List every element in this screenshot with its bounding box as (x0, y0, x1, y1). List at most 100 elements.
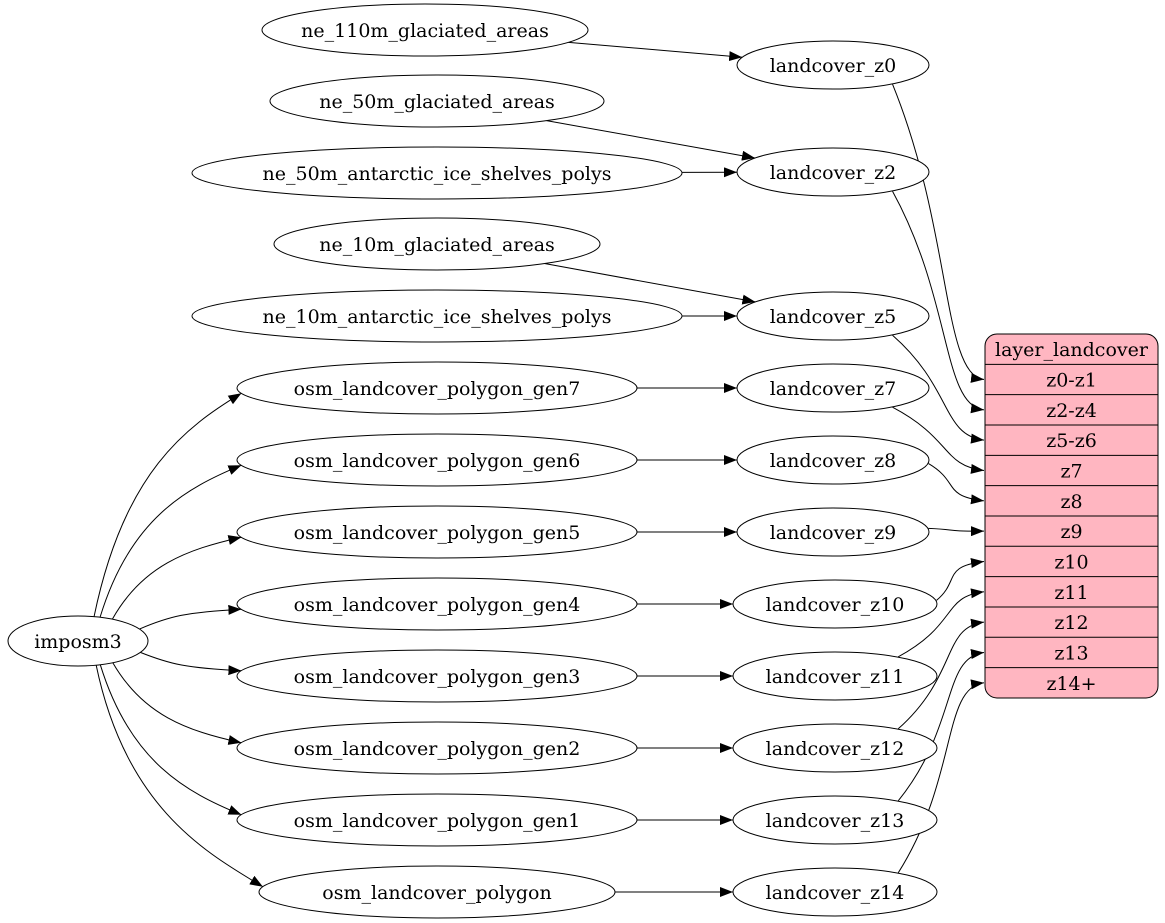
node-label-ne_10m_antarctic_ice_shelves_polys: ne_10m_antarctic_ice_shelves_polys (263, 306, 612, 328)
record-row-label-z12: z12 (1054, 612, 1088, 634)
node-shape-osm_landcover_polygon_gen1 (236, 793, 638, 847)
node-shape-osm_landcover_polygon_gen7 (236, 361, 638, 415)
node-label-landcover_z9: landcover_z9 (770, 522, 897, 544)
node-label-landcover_z12: landcover_z12 (766, 738, 905, 760)
node-shape-osm_landcover_polygon (258, 865, 616, 919)
node-label-osm_landcover_polygon_gen4: osm_landcover_polygon_gen4 (294, 594, 581, 616)
edge-landcover_z11-to-row-z11 (898, 588, 985, 658)
node-label-osm_landcover_polygon_gen6: osm_landcover_polygon_gen6 (294, 450, 581, 472)
record-row-label-z2-z4: z2-z4 (1046, 400, 1097, 422)
edge-ne_50m_glaciated_areas-to-landcover_z2 (546, 120, 756, 161)
node-label-ne_50m_antarctic_ice_shelves_polys: ne_50m_antarctic_ice_shelves_polys (263, 163, 612, 185)
record-row-label-z9: z9 (1060, 521, 1082, 543)
record-row-label-z14+: z14+ (1046, 673, 1096, 695)
node-shape-landcover_z13 (732, 795, 938, 845)
node-label-landcover_z14: landcover_z14 (766, 882, 905, 904)
edge-imposm3-to-osm_landcover_polygon_gen5 (111, 535, 242, 620)
node-label-osm_landcover_polygon: osm_landcover_polygon (322, 882, 551, 904)
node-shape-osm_landcover_polygon_gen6 (236, 433, 638, 487)
record-row-label-z7: z7 (1060, 460, 1082, 482)
node-label-osm_landcover_polygon_gen7: osm_landcover_polygon_gen7 (294, 378, 581, 400)
record-title: layer_landcover (995, 339, 1149, 361)
node-label-ne_10m_glaciated_areas: ne_10m_glaciated_areas (319, 234, 555, 256)
node-label-osm_landcover_polygon_gen2: osm_landcover_polygon_gen2 (294, 738, 581, 760)
edge-imposm3-to-osm_landcover_polygon_gen6 (99, 464, 242, 618)
node-landcover_z13: landcover_z13 (732, 795, 938, 845)
node-shape-osm_landcover_polygon_gen5 (236, 505, 638, 559)
node-landcover_z8: landcover_z8 (736, 435, 930, 485)
edge-imposm3-to-osm_landcover_polygon (95, 665, 264, 888)
node-shape-landcover_z2 (736, 147, 930, 197)
node-shape-landcover_z9 (736, 507, 930, 557)
node-shape-ne_10m_antarctic_ice_shelves_polys (191, 289, 683, 343)
node-landcover_z7: landcover_z7 (736, 363, 930, 413)
node-ne_10m_glaciated_areas: ne_10m_glaciated_areas (273, 217, 601, 271)
record-row-label-z13: z13 (1054, 642, 1088, 664)
edge-imposm3-to-osm_landcover_polygon_gen3 (140, 651, 242, 676)
node-shape-landcover_z7 (736, 363, 930, 413)
node-label-landcover_z7: landcover_z7 (770, 378, 897, 400)
node-label-landcover_z2: landcover_z2 (770, 162, 897, 184)
node-label-landcover_z13: landcover_z13 (766, 810, 905, 832)
edges-layer (93, 41, 985, 897)
node-osm_landcover_polygon_gen2: osm_landcover_polygon_gen2 (236, 721, 638, 775)
node-landcover_z12: landcover_z12 (732, 723, 938, 773)
node-ne_10m_antarctic_ice_shelves_polys: ne_10m_antarctic_ice_shelves_polys (191, 289, 683, 343)
node-shape-imposm3 (7, 615, 149, 667)
edge-imposm3-to-osm_landcover_polygon_gen7 (93, 392, 242, 617)
edge-landcover_z5-to-row-z5-z6 (892, 334, 985, 444)
node-landcover_z11: landcover_z11 (732, 651, 938, 701)
node-shape-landcover_z8 (736, 435, 930, 485)
record-row-label-z8: z8 (1060, 491, 1082, 513)
node-shape-ne_50m_glaciated_areas (269, 74, 605, 128)
edge-landcover_z0-to-row-z0-z1 (892, 84, 985, 383)
node-label-osm_landcover_polygon_gen5: osm_landcover_polygon_gen5 (294, 522, 581, 544)
nodes-layer: imposm3ne_110m_glaciated_areasne_50m_gla… (7, 3, 1159, 919)
node-osm_landcover_polygon_gen1: osm_landcover_polygon_gen1 (236, 793, 638, 847)
node-label-landcover_z5: landcover_z5 (770, 306, 897, 328)
record-node-layer_landcover: layer_landcover z0-z1 z2-z4 z5-z6 z7 z8 z9 z10 z… (984, 333, 1159, 699)
node-shape-ne_50m_antarctic_ice_shelves_polys (191, 146, 683, 200)
record-row-label-z0-z1: z0-z1 (1046, 369, 1097, 391)
node-shape-ne_10m_glaciated_areas (273, 217, 601, 271)
edge-landcover_z10-to-row-z10 (936, 558, 985, 601)
edge-ne_110m_glaciated_areas-to-landcover_z0 (568, 41, 743, 62)
node-label-landcover_z11: landcover_z11 (766, 666, 905, 688)
node-imposm3: imposm3 (7, 615, 149, 667)
edge-landcover_z14-to-row-z14+ (897, 679, 985, 874)
node-shape-osm_landcover_polygon_gen3 (236, 649, 638, 703)
node-label-osm_landcover_polygon_gen3: osm_landcover_polygon_gen3 (294, 666, 581, 688)
node-label-ne_50m_glaciated_areas: ne_50m_glaciated_areas (319, 91, 555, 113)
node-landcover_z5: landcover_z5 (736, 291, 930, 341)
edge-ne_10m_glaciated_areas-to-landcover_z5 (544, 263, 756, 305)
node-label-landcover_z8: landcover_z8 (770, 450, 897, 472)
node-label-landcover_z10: landcover_z10 (766, 594, 905, 616)
node-osm_landcover_polygon_gen4: osm_landcover_polygon_gen4 (236, 577, 638, 631)
node-label-osm_landcover_polygon_gen1: osm_landcover_polygon_gen1 (294, 810, 581, 832)
edge-landcover_z2-to-row-z2-z4 (892, 190, 985, 414)
node-shape-ne_110m_glaciated_areas (261, 3, 589, 57)
node-landcover_z14: landcover_z14 (732, 867, 938, 917)
edge-imposm3-to-osm_landcover_polygon_gen1 (99, 664, 242, 816)
node-ne_50m_antarctic_ice_shelves_polys: ne_50m_antarctic_ice_shelves_polys (191, 146, 683, 200)
node-label-imposm3: imposm3 (34, 631, 122, 653)
edge-imposm3-to-osm_landcover_polygon_gen4 (139, 604, 242, 630)
record-row-label-z11: z11 (1054, 582, 1088, 604)
node-osm_landcover_polygon_gen5: osm_landcover_polygon_gen5 (236, 505, 638, 559)
record-row-label-z5-z6: z5-z6 (1046, 430, 1097, 452)
node-shape-landcover_z10 (732, 579, 938, 629)
edge-landcover_z9-to-row-z9 (928, 526, 985, 537)
edge-landcover_z8-to-row-z8 (928, 463, 985, 505)
node-landcover_z0: landcover_z0 (736, 40, 930, 90)
node-shape-osm_landcover_polygon_gen4 (236, 577, 638, 631)
node-landcover_z2: landcover_z2 (736, 147, 930, 197)
record-row-label-z10: z10 (1054, 551, 1088, 573)
node-shape-landcover_z0 (736, 40, 930, 90)
edge-landcover_z12-to-row-z12 (897, 618, 985, 730)
node-label-landcover_z0: landcover_z0 (770, 55, 897, 77)
node-shape-landcover_z14 (732, 867, 938, 917)
node-shape-landcover_z5 (736, 291, 930, 341)
edge-imposm3-to-osm_landcover_polygon_gen2 (112, 662, 242, 745)
edge-landcover_z13-to-row-z13 (897, 649, 985, 802)
